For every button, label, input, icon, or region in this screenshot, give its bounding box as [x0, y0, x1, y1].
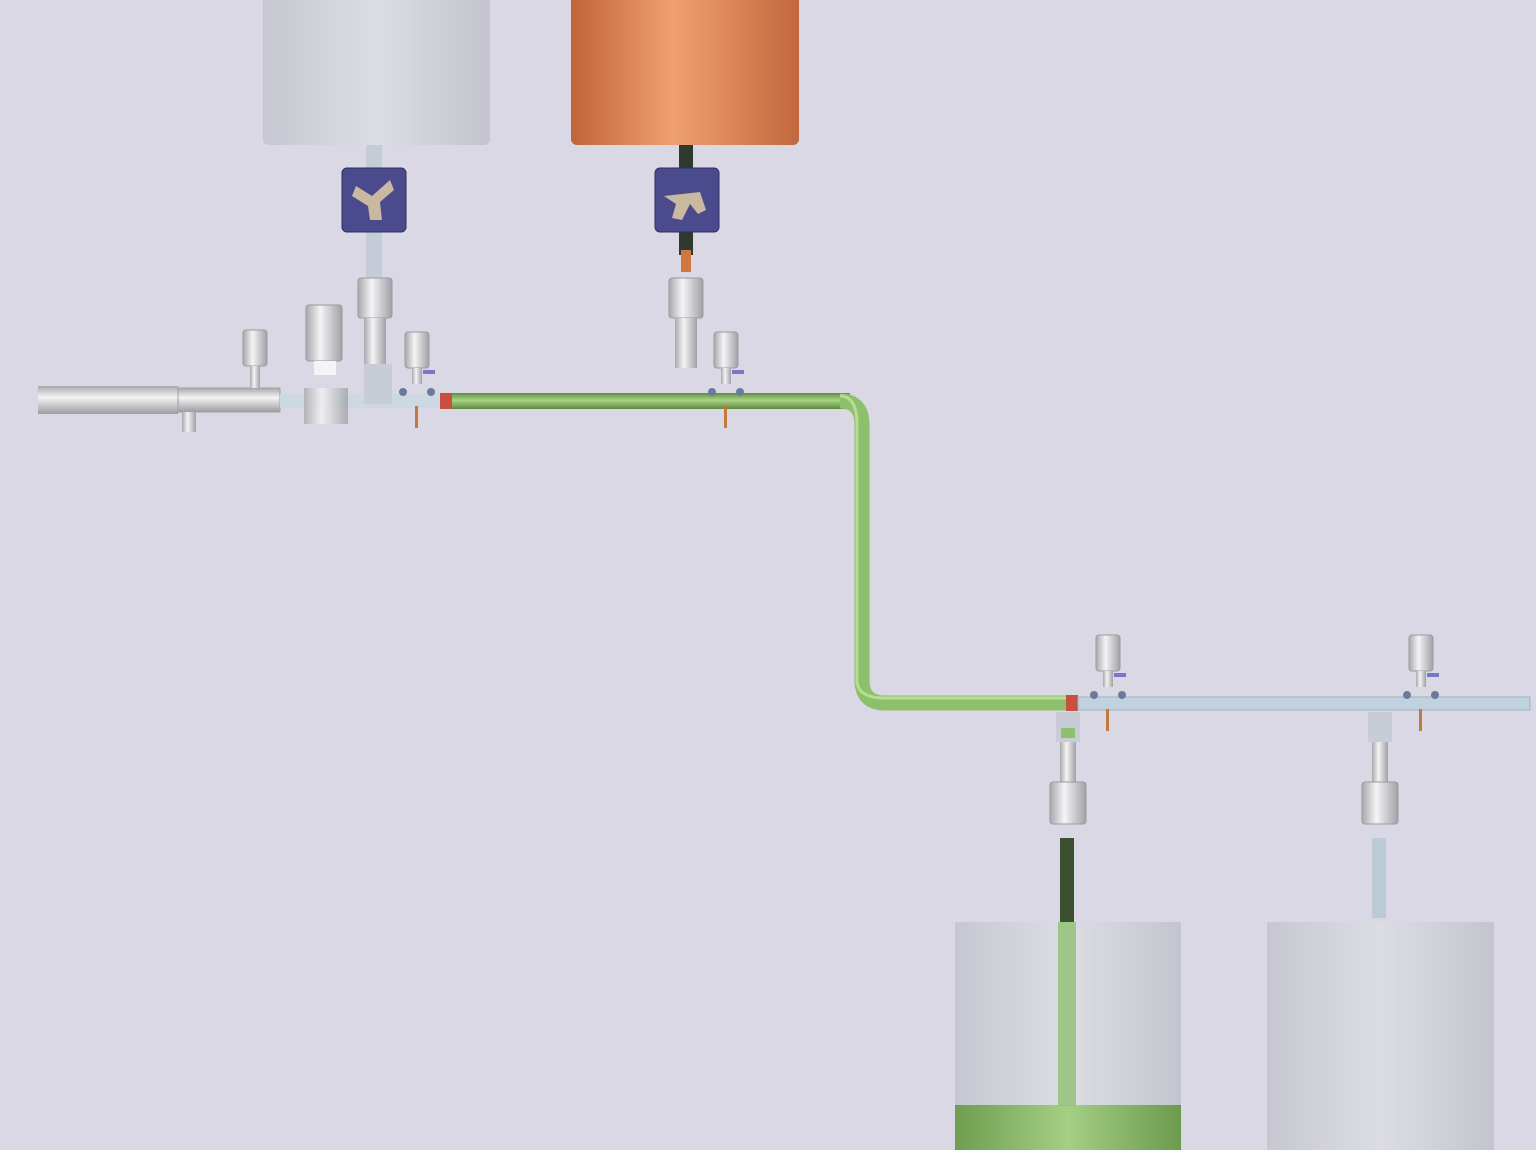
product-stream [1058, 922, 1076, 1106]
drop-valve-right[interactable] [1361, 712, 1399, 825]
tank-valve-right[interactable] [668, 277, 704, 368]
pipe-highlight [839, 394, 1070, 700]
drop-pipe-left [1060, 838, 1074, 922]
tank-valve-left[interactable] [357, 277, 393, 364]
pump-icon [664, 192, 706, 220]
heat-exchanger [177, 387, 281, 413]
outlet-pipe-right-product [681, 250, 691, 272]
line-valve-2[interactable] [707, 331, 745, 429]
product-pipe-upper [452, 393, 850, 409]
product-pipe-riser [839, 393, 1070, 711]
tank-liquid-level [955, 1105, 1181, 1150]
supply-tank-left [263, 0, 490, 145]
supply-tank-right [571, 0, 799, 145]
receiving-tank-left [955, 922, 1181, 1150]
pump-icon [352, 180, 394, 220]
pump-right[interactable] [654, 167, 720, 233]
pump-left[interactable] [341, 167, 407, 233]
inlet-pipe [38, 386, 178, 414]
receiving-tank-right [1267, 922, 1494, 1150]
tee-fitting-left [364, 364, 392, 404]
line-valve-1[interactable] [398, 331, 436, 429]
drop-valve-left[interactable] [1049, 712, 1087, 825]
drain-port [182, 412, 196, 432]
distribution-pipe [1077, 696, 1531, 711]
inlet-valve[interactable] [242, 329, 268, 388]
drop-pipe-right [1372, 838, 1386, 918]
pipe-seal [440, 393, 452, 409]
line-valve-3[interactable] [1089, 634, 1127, 732]
pipe-seal [1066, 695, 1078, 711]
line-valve-4[interactable] [1402, 634, 1440, 732]
flow-meter [304, 304, 348, 424]
